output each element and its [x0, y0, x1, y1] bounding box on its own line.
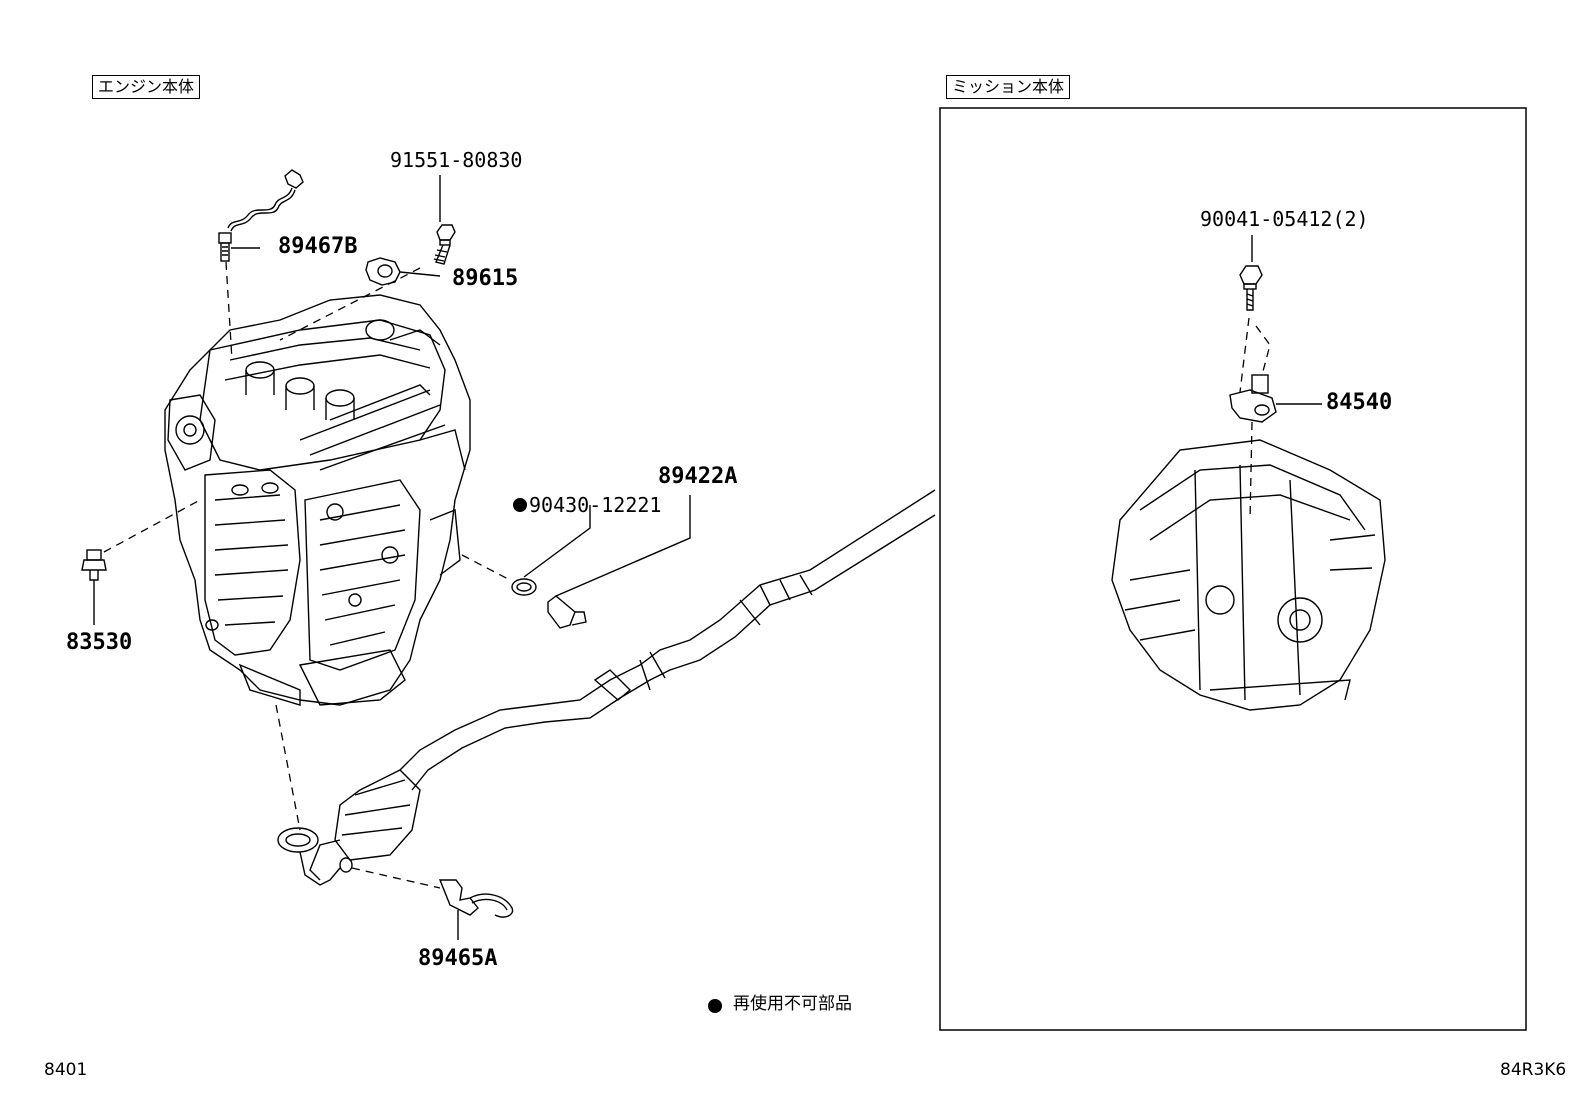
exhaust-system-drawing: [277, 489, 936, 886]
footer-right-code: 84R3K6: [1500, 1060, 1567, 1080]
part-label-89467B[interactable]: 89467B: [278, 234, 358, 259]
part-label-91551-80830[interactable]: 91551-80830: [390, 148, 523, 172]
part-label-90041-05412[interactable]: 90041-05412(2): [1200, 207, 1369, 231]
oil-pressure-switch-83530-drawing: [81, 549, 107, 625]
transmission-drawing: [1111, 235, 1386, 711]
footer-left-code: 8401: [44, 1060, 88, 1080]
non-reusable-bullet-icon: [513, 498, 527, 512]
gasket-and-temp-sensor-drawing: [511, 495, 691, 629]
part-label-89615[interactable]: 89615: [452, 266, 519, 291]
part-label-84540[interactable]: 84540: [1326, 390, 1393, 415]
part-label-90430-12221[interactable]: 90430-12221: [529, 493, 662, 517]
oxygen-sensor-89465A-drawing: [438, 879, 514, 940]
engine-section-label: エンジン本体: [92, 75, 201, 99]
engine-block-drawing: [164, 294, 471, 706]
transmission-frame: [939, 107, 1527, 1031]
oxygen-sensor-89467B-drawing: [218, 169, 304, 262]
part-label-89422A[interactable]: 89422A: [658, 464, 738, 489]
transmission-section-label: ミッション本体: [946, 75, 1071, 99]
knock-sensor-drawing: [365, 175, 456, 286]
part-label-89465A[interactable]: 89465A: [418, 946, 498, 971]
legend-text: 再使用不可部品: [733, 994, 852, 1014]
legend-bullet-icon: [708, 999, 722, 1013]
part-label-83530[interactable]: 83530: [66, 630, 133, 655]
